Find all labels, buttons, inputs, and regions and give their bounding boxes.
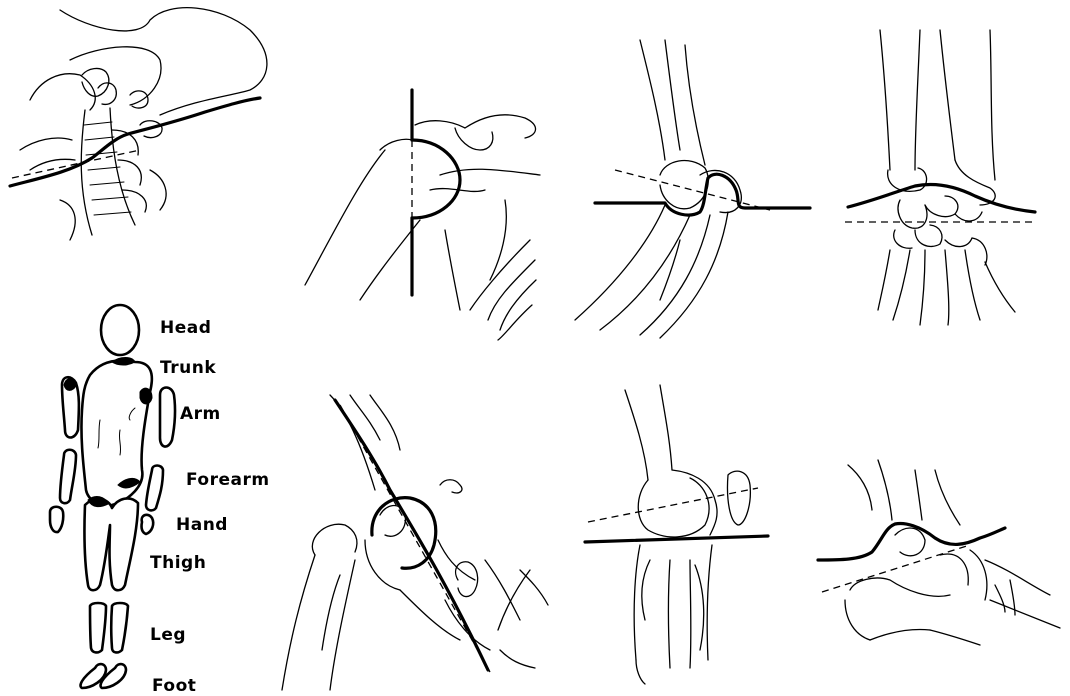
wrist-joint-drawing <box>845 30 1035 325</box>
label-hand: Hand <box>176 515 228 535</box>
elbow-joint-drawing <box>575 40 810 338</box>
segment-leg-left <box>90 603 106 652</box>
segment-hand-right <box>141 515 153 534</box>
label-leg: Leg <box>150 625 186 645</box>
label-forearm: Forearm <box>186 470 270 490</box>
label-trunk: Trunk <box>160 358 216 378</box>
shoulder-joint-drawing <box>305 90 540 340</box>
segment-head <box>101 305 139 355</box>
segment-arm-right <box>160 388 175 447</box>
label-arm: Arm <box>180 404 221 424</box>
label-foot: Foot <box>152 676 196 696</box>
ankle-joint-drawing <box>818 460 1060 645</box>
segment-thigh <box>84 498 138 590</box>
neck-joint-drawing <box>10 8 267 240</box>
segment-hand-left <box>50 507 63 532</box>
label-head: Head <box>160 318 211 338</box>
hip-joint-drawing <box>282 395 548 690</box>
segment-leg-right <box>111 603 128 652</box>
segment-forearm-left <box>60 450 76 503</box>
segment-trunk <box>81 361 151 506</box>
segment-forearm-right <box>146 466 163 511</box>
knee-joint-drawing <box>585 385 768 684</box>
label-thigh: Thigh <box>150 553 206 573</box>
